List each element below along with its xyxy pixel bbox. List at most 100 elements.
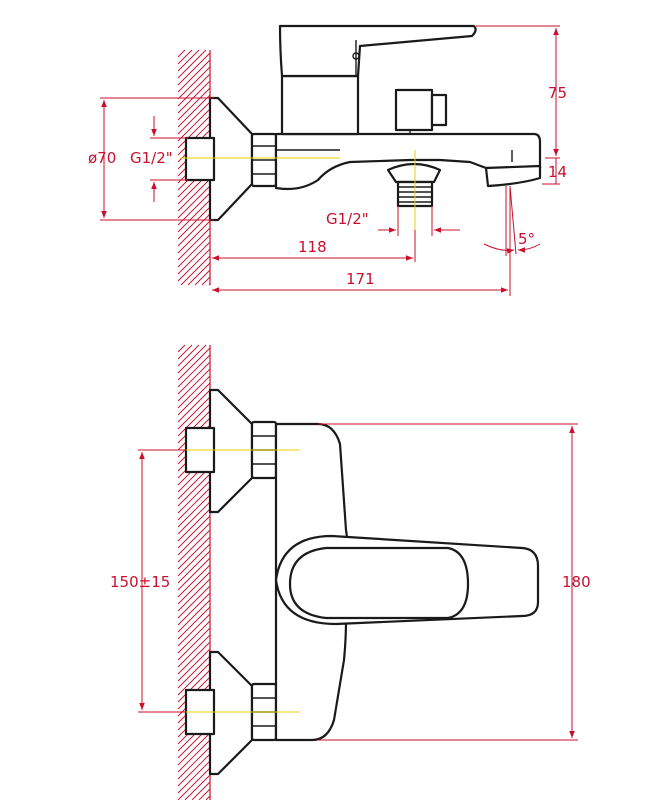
- hatch-line: [177, 178, 211, 212]
- dim-flange-diameter: ø70: [88, 149, 116, 167]
- hatch-line: [177, 739, 211, 773]
- front-view: 150±15 180: [110, 344, 591, 800]
- hatch-line: [177, 213, 211, 247]
- hatch-line: [177, 529, 211, 563]
- hatch-line: [177, 571, 211, 605]
- mixer-body: [274, 132, 542, 191]
- dim-outlet-thread: G1/2": [326, 210, 369, 228]
- hatch-line: [177, 375, 211, 409]
- hatch-line: [177, 403, 211, 437]
- hatch-line: [177, 641, 211, 675]
- hatch-line: [177, 494, 211, 528]
- hatch-line: [177, 655, 211, 689]
- handle-lever: [278, 24, 477, 78]
- hatch-line: [177, 746, 211, 780]
- hatch-line: [177, 508, 211, 542]
- hatch-line: [177, 543, 211, 577]
- hatch-line: [177, 389, 211, 423]
- hatch-line: [177, 344, 193, 360]
- hatch-line: [177, 767, 211, 800]
- hatch-line: [177, 368, 211, 402]
- hatch-line: [177, 487, 211, 521]
- hatch-line: [177, 73, 211, 107]
- hatch-line: [198, 788, 211, 800]
- dim-body-height: 180: [562, 573, 591, 591]
- hatch-line: [177, 620, 211, 654]
- hatch-line: [177, 550, 211, 584]
- side-view: 75 14 ø70 G1/2" G1/2" 118 171: [88, 24, 567, 296]
- diverter-knob: [394, 88, 434, 132]
- dim-inlet-thread: G1/2": [130, 149, 173, 167]
- hatch-line: [191, 781, 211, 800]
- shower-outlet: [386, 162, 442, 184]
- dim-spout-angle: 5°: [518, 230, 535, 248]
- hatch-line: [177, 49, 200, 72]
- hatch-line: [177, 344, 186, 353]
- hatch-line: [177, 241, 211, 275]
- hatch-line: [177, 59, 211, 93]
- hatch-line: [177, 606, 211, 640]
- hatch-line: [177, 87, 211, 121]
- hatch-line: [177, 101, 211, 135]
- hatch-line: [177, 662, 211, 696]
- hatch-line: [177, 354, 211, 388]
- hatch-line: [177, 108, 211, 142]
- hatch-line: [177, 585, 211, 619]
- hatch-line: [177, 396, 211, 430]
- hatch-line: [177, 613, 211, 647]
- hatch-line: [177, 361, 211, 395]
- wall-flange: [208, 96, 254, 222]
- hatch-line: [177, 480, 211, 514]
- hatch-line: [177, 564, 211, 598]
- hatch-line: [177, 80, 211, 114]
- hatch-line: [177, 206, 211, 240]
- hatch-line: [177, 669, 211, 703]
- hatch-line: [184, 774, 211, 800]
- dim-total-length: 171: [346, 270, 375, 288]
- dim-spout-14: 14: [548, 163, 567, 181]
- hatch-line: [177, 49, 207, 79]
- dim-outlet-distance: 118: [298, 238, 327, 256]
- hatch-line: [177, 753, 211, 787]
- hatch-line: [177, 344, 200, 367]
- dim-inlet-spacing: 150±15: [110, 573, 170, 591]
- hatch-line: [177, 227, 211, 261]
- spout-aerator: [484, 164, 542, 188]
- hatch-line: [177, 648, 211, 682]
- upper-flange: [208, 388, 254, 514]
- hatch-line: [177, 234, 211, 268]
- hatch-line: [177, 578, 211, 612]
- hatch-line: [177, 634, 211, 668]
- inlet-pipe: [184, 136, 216, 182]
- hatch-line: [177, 52, 211, 86]
- hatch-line: [194, 269, 211, 286]
- hatch-line: [177, 515, 211, 549]
- hatch-line: [177, 49, 186, 58]
- hatch-line: [177, 599, 211, 633]
- hatch-line: [201, 276, 211, 286]
- hatch-line: [177, 49, 193, 65]
- hatch-line: [177, 760, 211, 794]
- hatch-line: [177, 522, 211, 556]
- hatch-line: [177, 347, 211, 381]
- hatch-line: [177, 199, 211, 233]
- hatch-line: [177, 732, 211, 766]
- hatch-line: [177, 185, 211, 219]
- hatch-line: [180, 255, 211, 286]
- cartridge-housing: [280, 74, 360, 136]
- hatch-line: [177, 94, 211, 128]
- hatch-line: [177, 473, 211, 507]
- hatch-line: [177, 557, 211, 591]
- hatch-line: [177, 344, 207, 374]
- dim-height-75: 75: [548, 84, 567, 102]
- front-handle-cap: [288, 546, 470, 620]
- hatch-line: [177, 66, 211, 100]
- hatch-line: [177, 501, 211, 535]
- hatch-line: [177, 220, 211, 254]
- hatch-line: [205, 795, 211, 800]
- hatch-line: [177, 536, 211, 570]
- hatch-line: [187, 262, 211, 286]
- lower-flange: [208, 650, 254, 776]
- hatch-line: [177, 248, 211, 282]
